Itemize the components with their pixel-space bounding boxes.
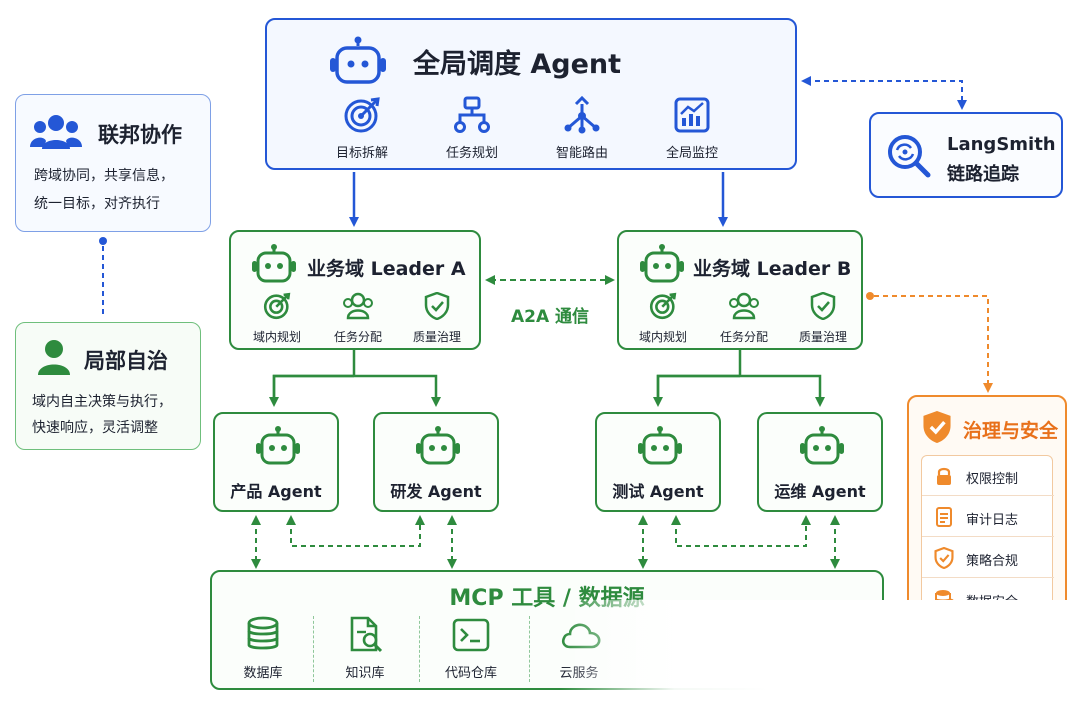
- governance-item-label: 审计日志: [966, 513, 1019, 528]
- mcp-item-knowledge[interactable]: 知识库: [324, 614, 406, 684]
- governance-item[interactable]: 权限控制: [922, 456, 1054, 496]
- federation-desc-2: 统一目标，对齐执行: [34, 196, 160, 212]
- robot-icon: [800, 426, 844, 465]
- target-icon: [344, 97, 380, 133]
- agent-card-dev[interactable]: 研发 Agent: [373, 412, 499, 512]
- agent-label: 运维 Agent: [774, 482, 866, 501]
- robot-icon: [638, 426, 682, 465]
- agent-card-test[interactable]: 测试 Agent: [595, 412, 721, 512]
- routing-icon: [564, 96, 600, 134]
- local-autonomy-desc-2: 快速响应，灵活调整: [32, 420, 158, 436]
- local-autonomy-desc-1: 域内自主决策与执行，: [32, 394, 172, 410]
- agent-label: 测试 Agent: [612, 482, 704, 501]
- mcp-divider: [419, 616, 420, 682]
- governance-list: 权限控制 审计日志 策略合规: [921, 455, 1054, 625]
- document-icon: [936, 507, 952, 527]
- robot-icon: [416, 426, 460, 465]
- monitor-chart-icon: [674, 97, 710, 133]
- mcp-item-label: 知识库: [345, 666, 385, 681]
- mcp-item-label: 数据库: [243, 666, 283, 681]
- global-function-2[interactable]: 智能路由: [537, 96, 627, 162]
- robot-icon: [330, 36, 386, 84]
- target-icon: [649, 292, 677, 320]
- dot-federation: [99, 237, 107, 245]
- database-icon: [247, 616, 279, 650]
- shield-check-icon: [934, 547, 954, 569]
- global-agent-title: 全局调度 Agent: [413, 49, 622, 80]
- global-function-0[interactable]: 目标拆解: [317, 96, 407, 162]
- users-icon: [30, 115, 82, 149]
- langsmith-title: LangSmith: [947, 134, 1056, 155]
- agent-label: 产品 Agent: [230, 482, 322, 501]
- terminal-icon: [452, 618, 490, 652]
- agent-card-product[interactable]: 产品 Agent: [213, 412, 339, 512]
- magnifier-trace-icon: [888, 135, 931, 178]
- dashed-leader-b-governance: [874, 295, 993, 393]
- team-icon: [343, 292, 373, 320]
- agent-label: 研发 Agent: [390, 482, 482, 501]
- governance-box: 治理与安全 权限控制 审计日志 策略合规: [907, 395, 1067, 635]
- robot-icon: [252, 244, 296, 283]
- mcp-item-label: 代码仓库: [444, 666, 497, 681]
- leader-b-function-label: 任务分配: [719, 330, 768, 344]
- leader-b-function-label: 质量治理: [798, 330, 847, 344]
- agent-card-ops[interactable]: 运维 Agent: [757, 412, 883, 512]
- global-function-label: 智能路由: [555, 146, 608, 161]
- mcp-item-code-repo[interactable]: 代码仓库: [430, 614, 512, 684]
- global-function-label: 任务规划: [445, 146, 498, 161]
- shield-check-icon: [424, 292, 450, 320]
- shield-check-icon: [923, 411, 951, 443]
- global-function-1[interactable]: 任务规划: [427, 96, 517, 162]
- mcp-item-database[interactable]: 数据库: [222, 614, 304, 684]
- team-icon: [729, 292, 759, 320]
- fade-overlay: [860, 600, 1080, 720]
- leader-a-function-label: 质量治理: [412, 330, 461, 344]
- governance-item[interactable]: 审计日志: [922, 497, 1054, 537]
- leader-a-title: 业务域 Leader A: [307, 258, 466, 280]
- leader-a-function-label: 任务分配: [333, 330, 382, 344]
- target-icon: [263, 292, 291, 320]
- knowledge-doc-icon: [350, 616, 383, 653]
- robot-icon: [640, 244, 684, 283]
- local-autonomy-title: 局部自治: [84, 349, 168, 373]
- leader-b-box: 业务域 Leader B 域内规划 任务分配 质量治理: [617, 230, 863, 350]
- dot-leader-b-governance: [866, 292, 874, 300]
- leader-a-function-label: 域内规划: [252, 330, 301, 344]
- langsmith-box[interactable]: LangSmith 链路追踪: [869, 112, 1063, 198]
- shield-check-icon: [810, 292, 836, 320]
- leader-b-title: 业务域 Leader B: [693, 258, 852, 280]
- global-function-label: 目标拆解: [335, 146, 388, 161]
- dashed-global-langsmith: [801, 76, 967, 110]
- federation-box: 联邦协作 跨域协同，共享信息， 统一目标，对齐执行: [15, 94, 211, 232]
- a2a-label: A2A 通信: [510, 307, 590, 327]
- global-agent-box: 全局调度 Agent 目标拆解 任务规划: [265, 18, 797, 170]
- global-function-3[interactable]: 全局监控: [647, 96, 737, 162]
- governance-item-label: 策略合规: [966, 554, 1019, 569]
- langsmith-subtitle: 链路追踪: [947, 164, 1019, 185]
- mcp-divider: [313, 616, 314, 682]
- leader-a-box: 业务域 Leader A 域内规划 任务分配 质量治理: [229, 230, 481, 350]
- governance-item-label: 权限控制: [966, 472, 1019, 487]
- federation-title: 联邦协作: [98, 123, 182, 147]
- robot-icon: [256, 426, 300, 465]
- leader-b-function-label: 域内规划: [638, 330, 687, 344]
- hierarchy-icon: [454, 96, 490, 133]
- local-autonomy-box: 局部自治 域内自主决策与执行， 快速响应，灵活调整: [15, 322, 201, 450]
- governance-item[interactable]: 策略合规: [922, 538, 1054, 578]
- mcp-divider: [529, 616, 530, 682]
- global-function-label: 全局监控: [665, 146, 718, 161]
- lock-icon: [937, 467, 951, 485]
- governance-title: 治理与安全: [963, 420, 1059, 442]
- user-icon: [38, 340, 70, 375]
- federation-desc-1: 跨域协同，共享信息，: [34, 168, 174, 184]
